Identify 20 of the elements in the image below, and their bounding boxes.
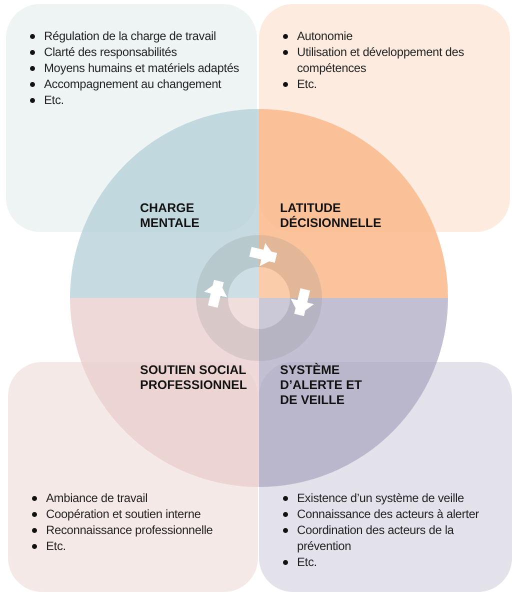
list-item: Ambiance de travail (30, 490, 248, 506)
quadrant-title: SYSTÈME D’ALERTE ET DE VEILLE (280, 363, 363, 408)
list-item: Etc. (281, 76, 500, 92)
list-item: Coordination des acteurs de la prévention (281, 522, 502, 554)
list-item: Autonomie (281, 28, 500, 44)
quadrant-title: CHARGE MENTALE (140, 201, 200, 231)
list-item: Régulation de la charge de travail (28, 28, 247, 44)
list-item: Reconnaissance professionnelle (30, 522, 248, 538)
list-item: Connaissance des acteurs à alerter (281, 506, 502, 522)
list-item: Etc. (30, 538, 248, 554)
list-item: Utilisation et développement des compétences (281, 44, 500, 76)
list-item: Moyens humains et matériels adaptés (28, 60, 247, 76)
list-item: Clarté des responsabilités (28, 44, 247, 60)
list-item: Existence d’un système de veille (281, 490, 502, 506)
list-item: Etc. (281, 554, 502, 570)
list-item: Coopération et soutien interne (30, 506, 248, 522)
list-item: Etc. (28, 92, 247, 108)
list-item: Accompagnement au changement (28, 76, 247, 92)
quadrant-title: LATITUDE DÉCISIONNELLE (280, 201, 382, 231)
quadrant-title: SOUTIEN SOCIAL PROFESSIONNEL (140, 363, 247, 393)
